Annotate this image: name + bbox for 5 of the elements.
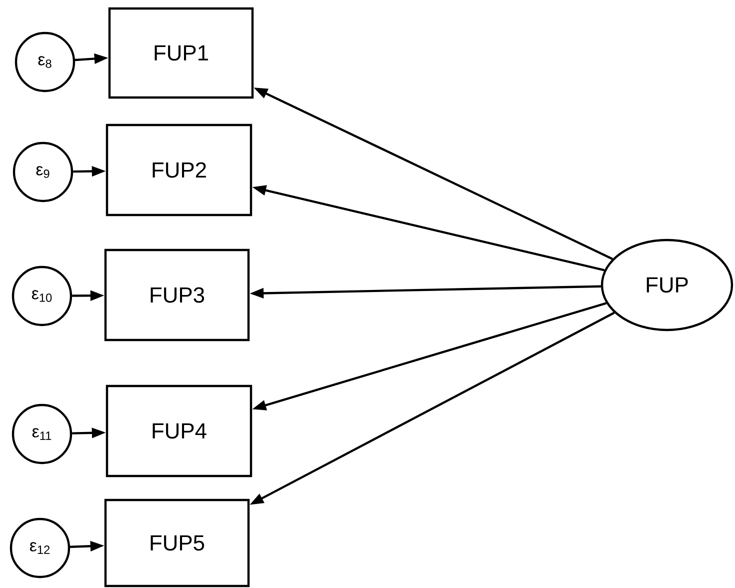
variable-box: FUP1 (108, 7, 254, 99)
variable-box: FUP5 (104, 498, 250, 588)
variable-box: FUP4 (106, 384, 252, 478)
variable-box: FUP2 (106, 124, 252, 216)
variable-box: FUP3 (104, 248, 250, 342)
